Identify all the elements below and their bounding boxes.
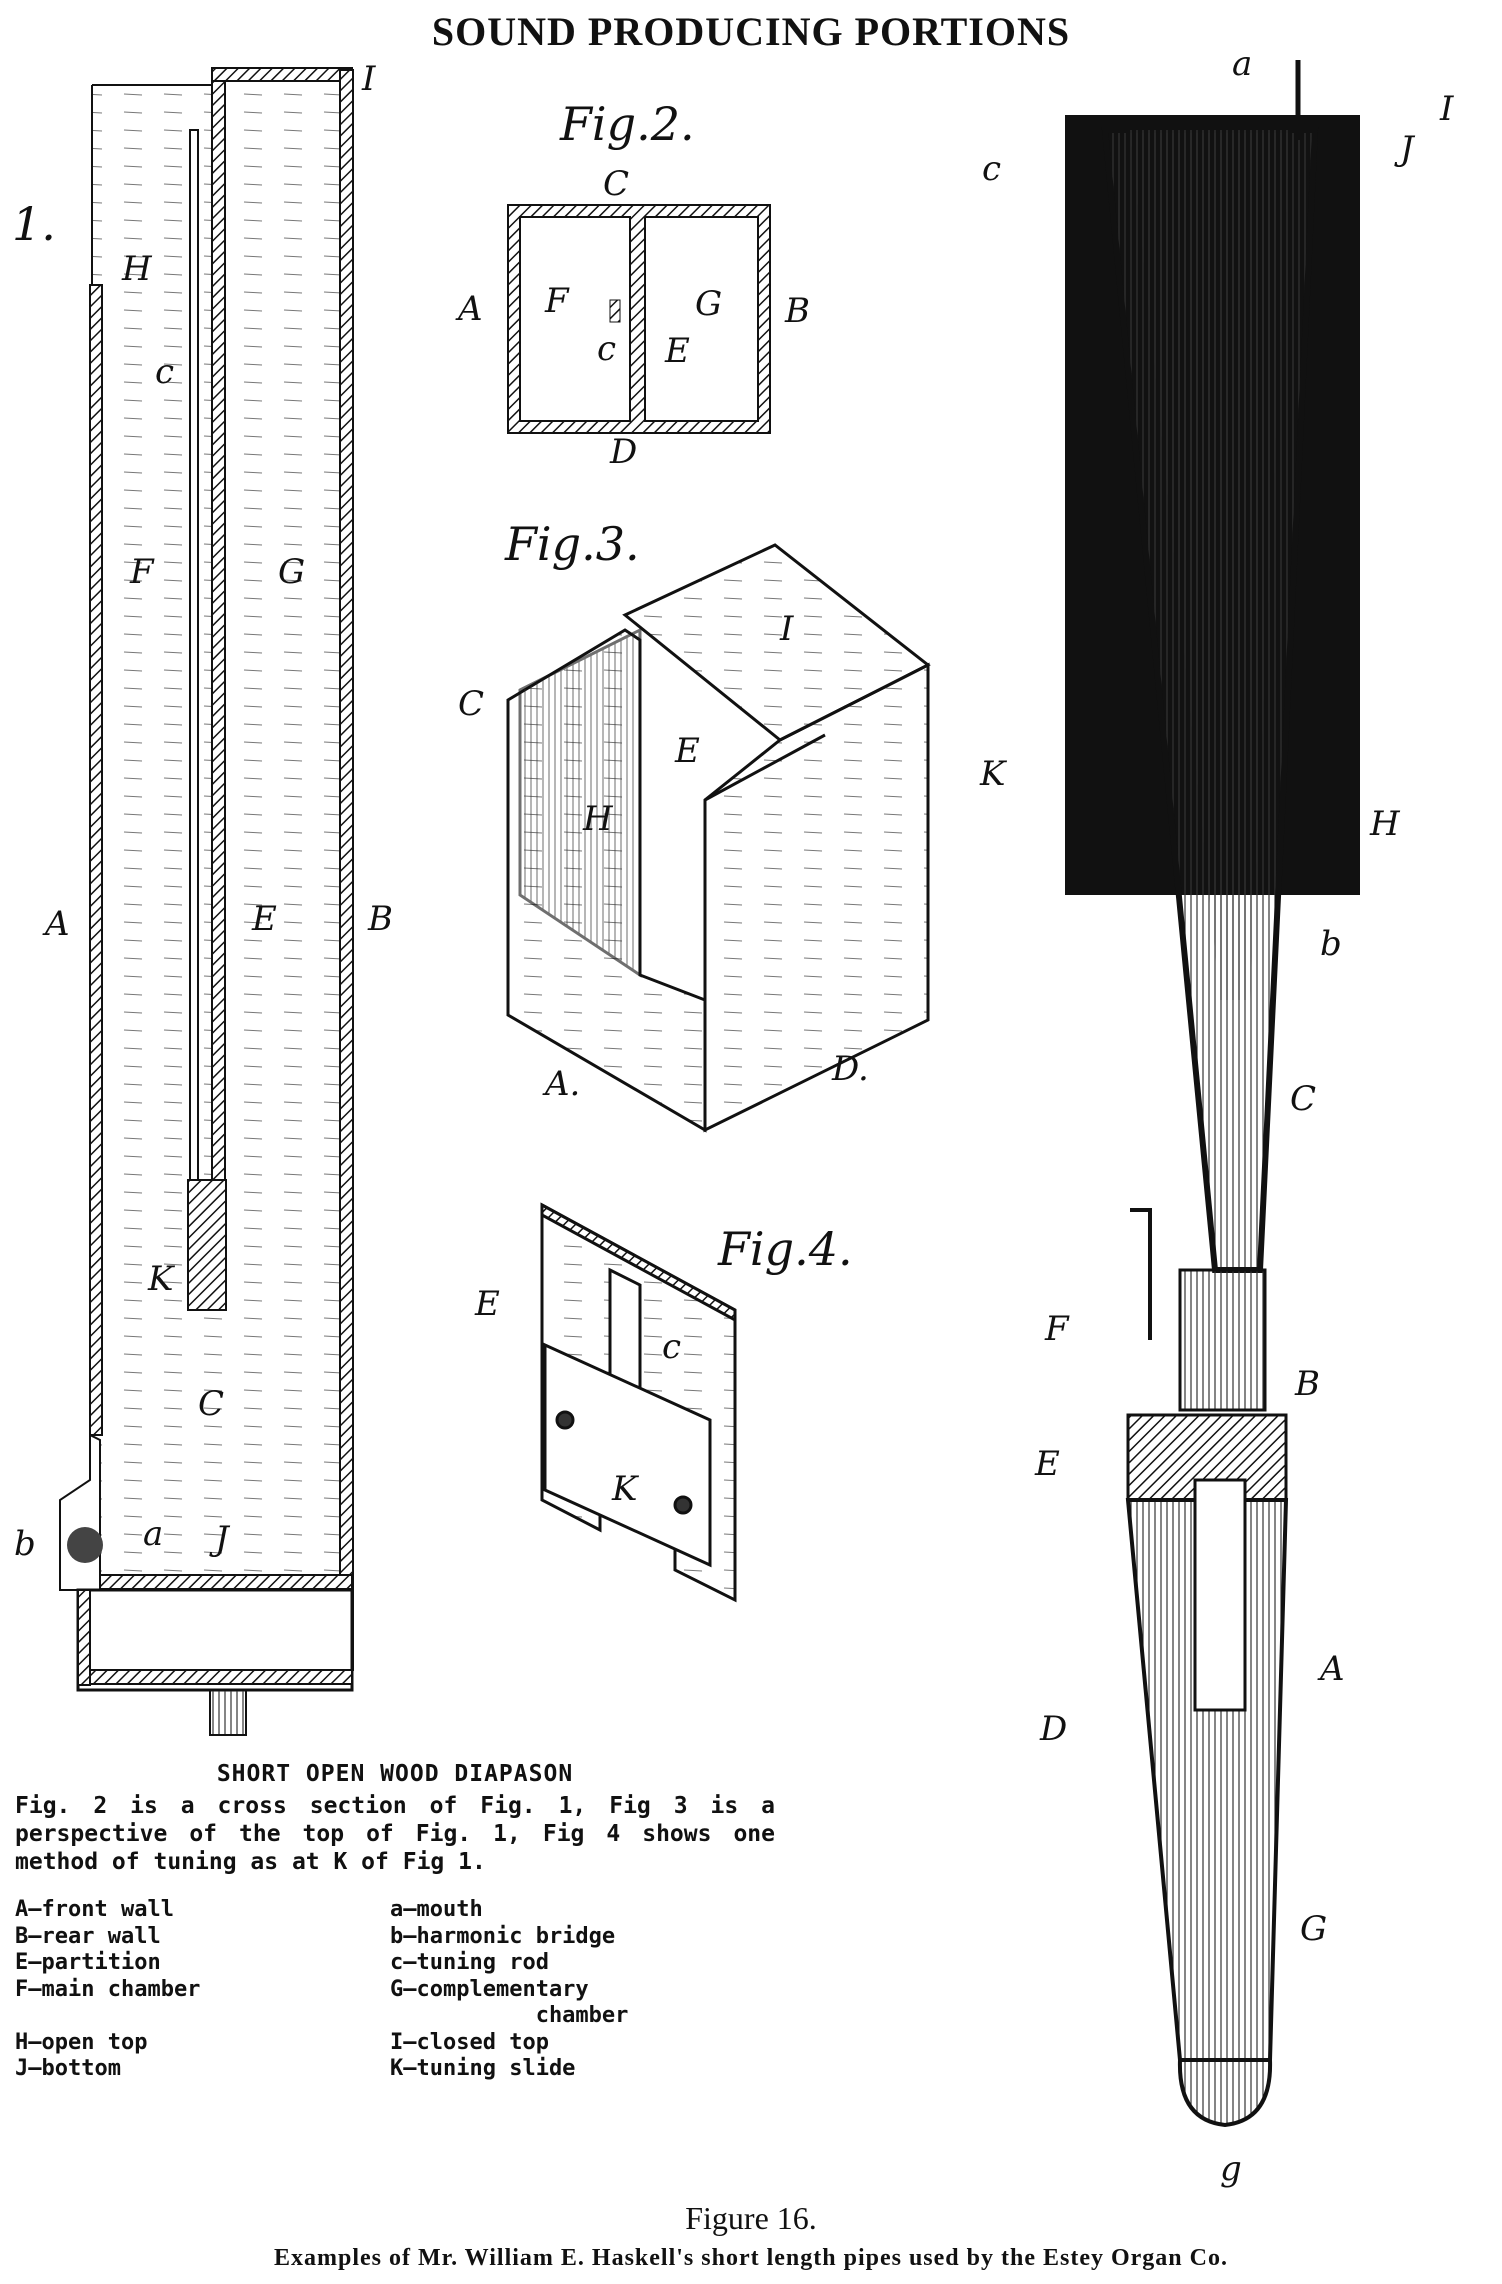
figure-number: Figure 16. — [685, 2200, 817, 2236]
tuning-slide — [187, 1179, 227, 1311]
label-E: E — [664, 331, 690, 371]
label-J: J — [1394, 129, 1416, 169]
fig1-number: 1. — [12, 197, 56, 251]
label-B: B — [367, 899, 393, 939]
fig3-perspective: Fig.3. I C E H A. D. — [458, 517, 931, 1133]
label-B: B — [784, 291, 810, 331]
legend-item: G—complementary — [390, 1976, 589, 2002]
legend-item: I—closed top — [390, 2029, 549, 2055]
tuning-rod — [189, 129, 199, 1301]
fig3-title: Fig.3. — [504, 517, 640, 571]
label-J: J — [209, 1519, 231, 1559]
label-K: K — [147, 1259, 176, 1299]
label-D: D. — [831, 1049, 869, 1089]
label-a: a — [143, 1514, 163, 1554]
caption-heading: SHORT OPEN WOOD DIAPASON — [216, 1761, 574, 1787]
rear-wall — [339, 69, 354, 1671]
label-c: c — [155, 352, 174, 392]
legend-item: A—front wall — [15, 1897, 174, 1922]
label-c: c — [662, 1327, 681, 1367]
bottom — [99, 1574, 353, 1590]
label-D: D — [609, 432, 637, 472]
legend-item — [15, 2003, 200, 2030]
caption-body: Fig. 2 is a cross section of Fig. 1, Fig… — [15, 1793, 775, 1875]
foot — [209, 1689, 247, 1736]
legend-item: K—tuning slide — [390, 2056, 576, 2081]
label-A: A. — [542, 1064, 580, 1104]
label-F: F — [129, 552, 155, 592]
label-F: F — [544, 281, 570, 321]
label-I: I — [361, 59, 376, 99]
label-I: I — [779, 609, 794, 649]
label-G: G — [1300, 1909, 1327, 1949]
legend-item: J—bottom — [15, 2056, 121, 2081]
label-b: b — [14, 1524, 36, 1564]
harmonic-bridge — [67, 1527, 103, 1563]
label-B: B — [1294, 1364, 1320, 1404]
label-D: D — [1039, 1709, 1067, 1749]
label-I: I — [1439, 89, 1454, 129]
fig1-pipe-section: 1. H c F G A E B K C b a J I — [12, 59, 393, 1736]
fig2-title: Fig.2. — [559, 97, 695, 151]
label-E: E — [1034, 1444, 1060, 1484]
label-c: c — [597, 329, 616, 369]
label-g: g — [1220, 2149, 1242, 2189]
figure-caption: Examples of Mr. William E. Haskell's sho… — [274, 2245, 1228, 2271]
label-A: A — [42, 904, 70, 944]
front-wall — [89, 284, 103, 1436]
legend-item: chamber — [390, 2003, 629, 2028]
fig4-title: Fig.4. — [717, 1222, 853, 1276]
conical-pipe: a I J c K H b C F B E A D G g — [979, 44, 1454, 2189]
label-H: H — [582, 799, 614, 839]
label-A: A — [1317, 1649, 1345, 1689]
label-a: a — [1232, 44, 1252, 84]
legend-item: a—mouth — [390, 1897, 483, 1922]
label-A: A — [455, 289, 483, 329]
fig4-tuning: Fig.4. E c K — [474, 1202, 853, 1603]
label-K: K — [979, 754, 1008, 794]
label-H: H — [1369, 804, 1401, 844]
closed-top — [211, 67, 353, 82]
label-C: C — [458, 684, 484, 724]
legend-item: F—main chamber — [15, 1976, 201, 2002]
legend-left: A—front wall B—rear wall E—partition F—m… — [15, 1897, 200, 2083]
label-E: E — [674, 731, 700, 771]
label-C: C — [603, 164, 629, 204]
legend-item: E—partition — [15, 1950, 161, 1975]
fig2-cross-section: Fig.2. C A B F c G E D — [455, 97, 810, 472]
label-H: H — [121, 249, 153, 289]
label-C: C — [198, 1384, 224, 1424]
label-C: C — [1290, 1079, 1316, 1119]
label-K: K — [611, 1469, 640, 1509]
label-c: c — [982, 149, 1001, 189]
partition — [211, 69, 226, 1251]
page-title: SOUND PRODUCING PORTIONS — [431, 9, 1071, 54]
legend-right: a—mouth b—harmonic bridge c—tuning rod G… — [390, 1897, 628, 2083]
legend-item: B—rear wall — [15, 1923, 161, 1949]
legend-item: c—tuning rod — [390, 1950, 549, 1975]
label-G: G — [695, 284, 722, 324]
label-E: E — [251, 899, 277, 939]
label-E: E — [474, 1284, 500, 1324]
legend-item: b—harmonic bridge — [390, 1923, 616, 1949]
label-G: G — [278, 552, 305, 592]
label-F: F — [1044, 1309, 1070, 1349]
mouth — [59, 1433, 101, 1591]
legend-item: H—open top — [15, 2029, 148, 2055]
label-b: b — [1320, 924, 1342, 964]
